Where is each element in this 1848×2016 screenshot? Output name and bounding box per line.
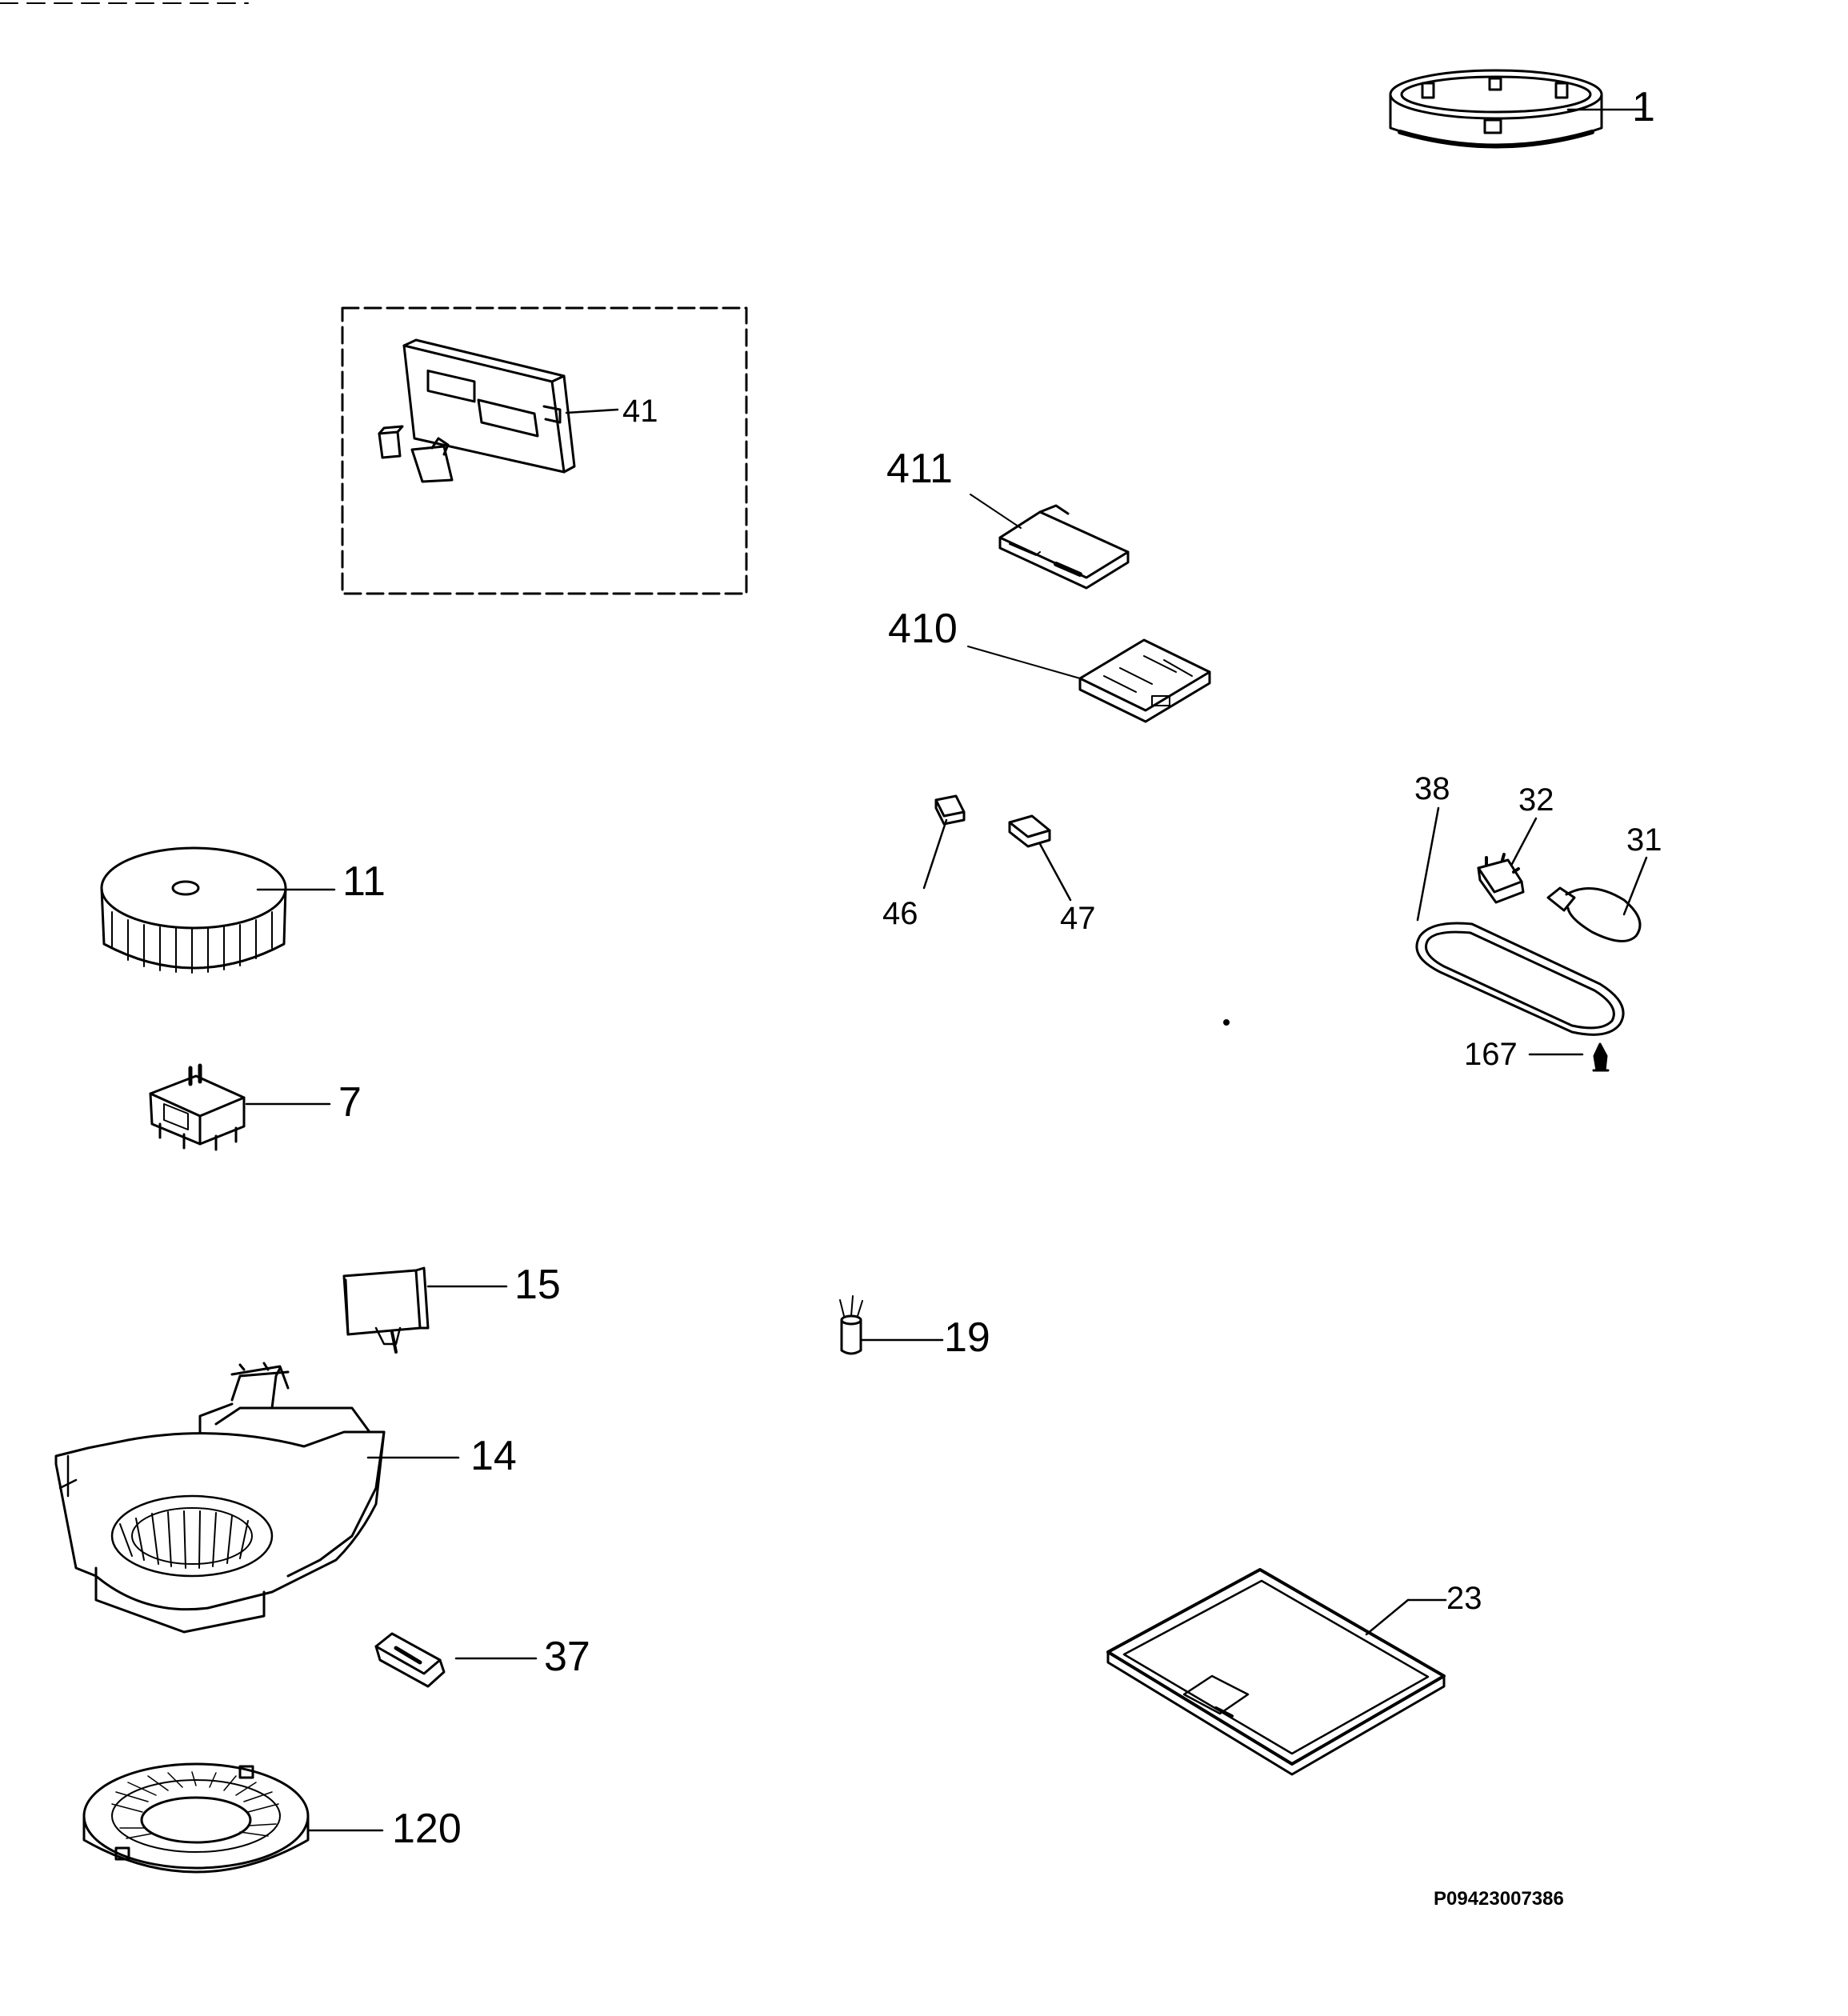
callout-120: 120 — [392, 1806, 462, 1852]
callout-41: 41 — [622, 394, 658, 429]
part-120-carbon-filter — [82, 1762, 384, 1874]
part-23-grease-filter — [1106, 1568, 1447, 1776]
callout-38: 38 — [1414, 771, 1450, 806]
callout-31: 31 — [1626, 822, 1662, 858]
callout-23: 23 — [1446, 1581, 1482, 1616]
part-47-switch — [1008, 814, 1072, 902]
part-11-fan-wheel — [100, 846, 336, 974]
callout-15: 15 — [514, 1262, 561, 1308]
part-15-bracket — [342, 1266, 508, 1354]
part-411-board — [970, 494, 1130, 590]
callout-46: 46 — [882, 896, 918, 931]
callout-411: 411 — [886, 446, 953, 492]
callout-47: 47 — [1060, 901, 1096, 936]
stray-dot — [1223, 1019, 1230, 1026]
kit-box-41 — [341, 306, 748, 595]
part-31-lamp-bulb — [1546, 856, 1648, 942]
callout-14: 14 — [470, 1433, 517, 1479]
part-167-screw — [1528, 1042, 1610, 1072]
part-46-switch — [922, 794, 966, 890]
callout-410: 410 — [888, 606, 958, 652]
drawing-code: P09423007386 — [1434, 1888, 1564, 1910]
part-7-control-switch — [149, 1063, 331, 1151]
part-32-lamp-holder — [1477, 817, 1538, 904]
callout-32: 32 — [1518, 782, 1554, 818]
callout-167: 167 — [1464, 1037, 1518, 1072]
part-14-blower-housing — [54, 1362, 460, 1634]
part-1-ring-collar — [1389, 69, 1646, 149]
part-410-electronic-board — [967, 638, 1211, 723]
callout-11: 11 — [342, 858, 386, 905]
callout-19: 19 — [944, 1314, 990, 1361]
part-19-capacitor — [839, 1295, 944, 1355]
part-38-lamp-gasket — [1415, 806, 1625, 1036]
callout-1: 1 — [1632, 84, 1655, 130]
callout-7: 7 — [338, 1079, 362, 1126]
part-37-clip — [374, 1632, 538, 1688]
callout-37: 37 — [544, 1634, 590, 1680]
